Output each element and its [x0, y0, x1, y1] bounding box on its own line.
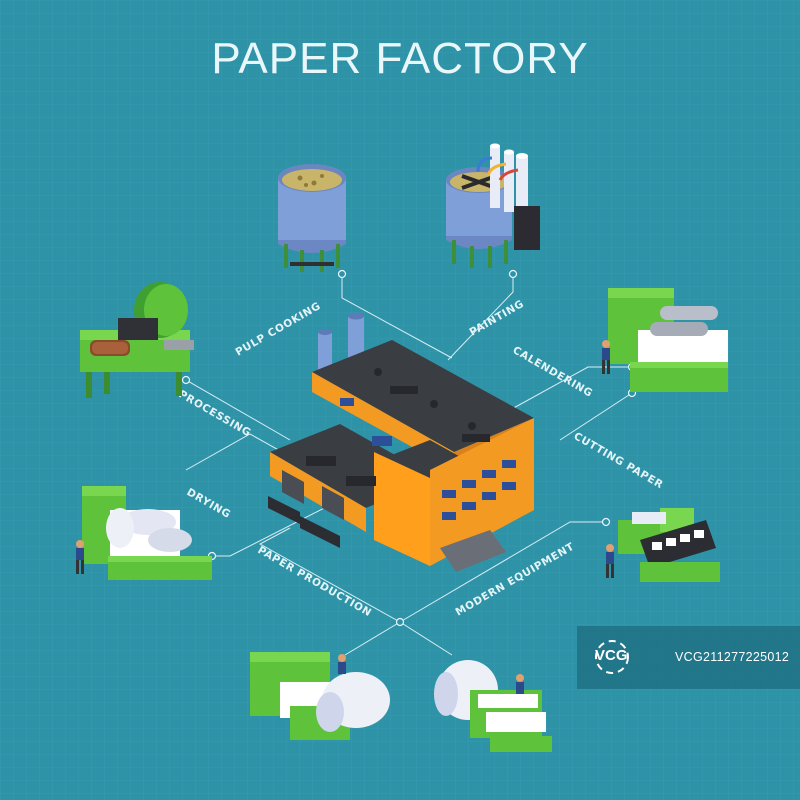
connector-cutting-paper	[559, 392, 633, 441]
paper-production-machine	[250, 652, 390, 740]
watermark: VCG VCG211277225012	[577, 626, 800, 689]
painting-tank	[446, 143, 540, 268]
connector-bottom-right	[399, 621, 453, 656]
connector-modern-equipment	[399, 521, 606, 623]
connector-calendering	[509, 366, 632, 411]
calendering-machine	[602, 288, 728, 392]
modern-equipment-machine	[434, 660, 552, 752]
factory-building	[268, 312, 534, 572]
connector-pulp-cooking	[341, 274, 453, 359]
vcg-logo-icon	[595, 640, 629, 674]
drying-machine	[76, 486, 212, 580]
pulp-cooking-tank	[278, 164, 346, 272]
connector-processing	[185, 379, 291, 441]
connector-painting	[447, 274, 514, 361]
connector-bottom-left	[344, 621, 401, 656]
processing-machine	[80, 282, 194, 398]
connector-paper-production	[258, 527, 401, 623]
page-title: PAPER FACTORY	[211, 34, 589, 83]
cutting-paper-machine	[606, 508, 720, 582]
watermark-id: VCG211277225012	[675, 650, 790, 664]
watermark-brand: VCG	[595, 647, 628, 664]
